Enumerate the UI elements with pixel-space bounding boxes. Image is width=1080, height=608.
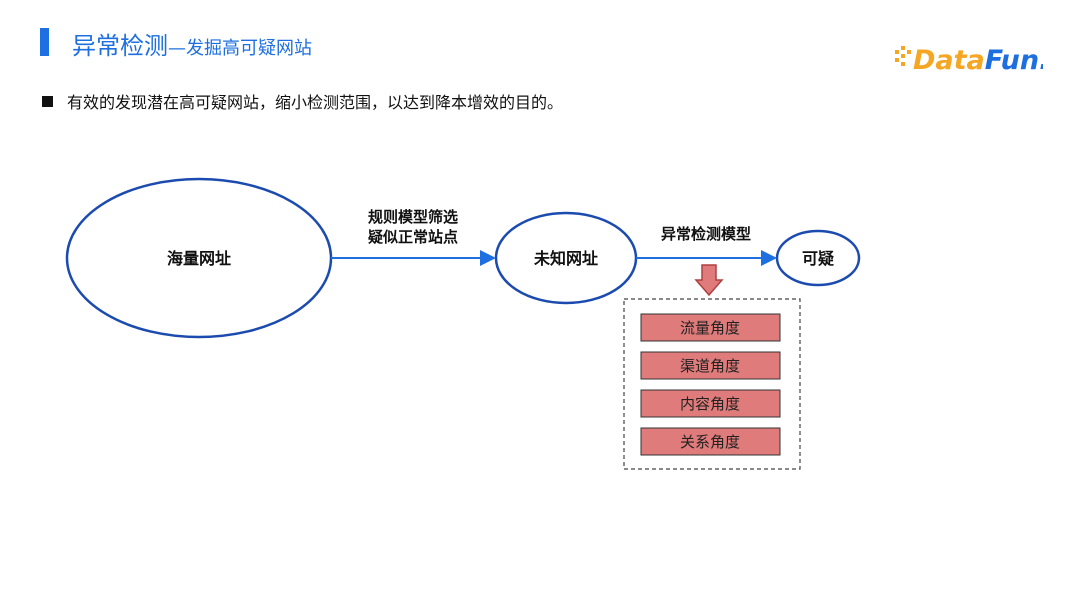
page-title: 异常检测—发掘高可疑网站 xyxy=(72,26,312,61)
logo-dots-icon xyxy=(895,46,911,66)
edge-anomaly-model-label: 异常检测模型 xyxy=(661,225,751,243)
perspective-label-content: 内容角度 xyxy=(680,395,740,413)
title-accent-bar xyxy=(40,28,49,56)
perspective-box-channel: 渠道角度 xyxy=(640,351,781,380)
node-suspicious-label: 可疑 xyxy=(802,249,834,268)
down-arrow-icon xyxy=(694,264,724,297)
bullet-item: 有效的发现潜在高可疑网站，缩小检测范围，以达到降本增效的目的。 xyxy=(42,89,563,113)
edge-rule-filter-label-1: 规则模型筛选 xyxy=(368,208,458,226)
page-title-sub: —发掘高可疑网站 xyxy=(168,38,312,59)
perspective-label-traffic: 流量角度 xyxy=(680,319,740,337)
page-title-main: 异常检测 xyxy=(72,32,168,60)
bullet-square-icon xyxy=(42,96,53,107)
logo-text: DataFun. xyxy=(913,45,1043,76)
perspective-box-traffic: 流量角度 xyxy=(640,313,781,342)
perspective-box-relation: 关系角度 xyxy=(640,427,781,456)
perspectives-container xyxy=(623,298,801,470)
bullet-text: 有效的发现潜在高可疑网站，缩小检测范围，以达到降本增效的目的。 xyxy=(67,93,564,112)
edge-rule-filter-label-2: 疑似正常站点 xyxy=(368,228,458,246)
perspective-label-channel: 渠道角度 xyxy=(680,357,740,375)
node-suspicious xyxy=(775,229,861,287)
perspective-label-relation: 关系角度 xyxy=(680,433,740,451)
datafun-logo: DataFun. xyxy=(895,45,1043,76)
perspective-box-content: 内容角度 xyxy=(640,389,781,418)
node-massive-urls-label: 海量网址 xyxy=(167,249,231,268)
node-unknown-urls-label: 未知网址 xyxy=(533,249,598,268)
